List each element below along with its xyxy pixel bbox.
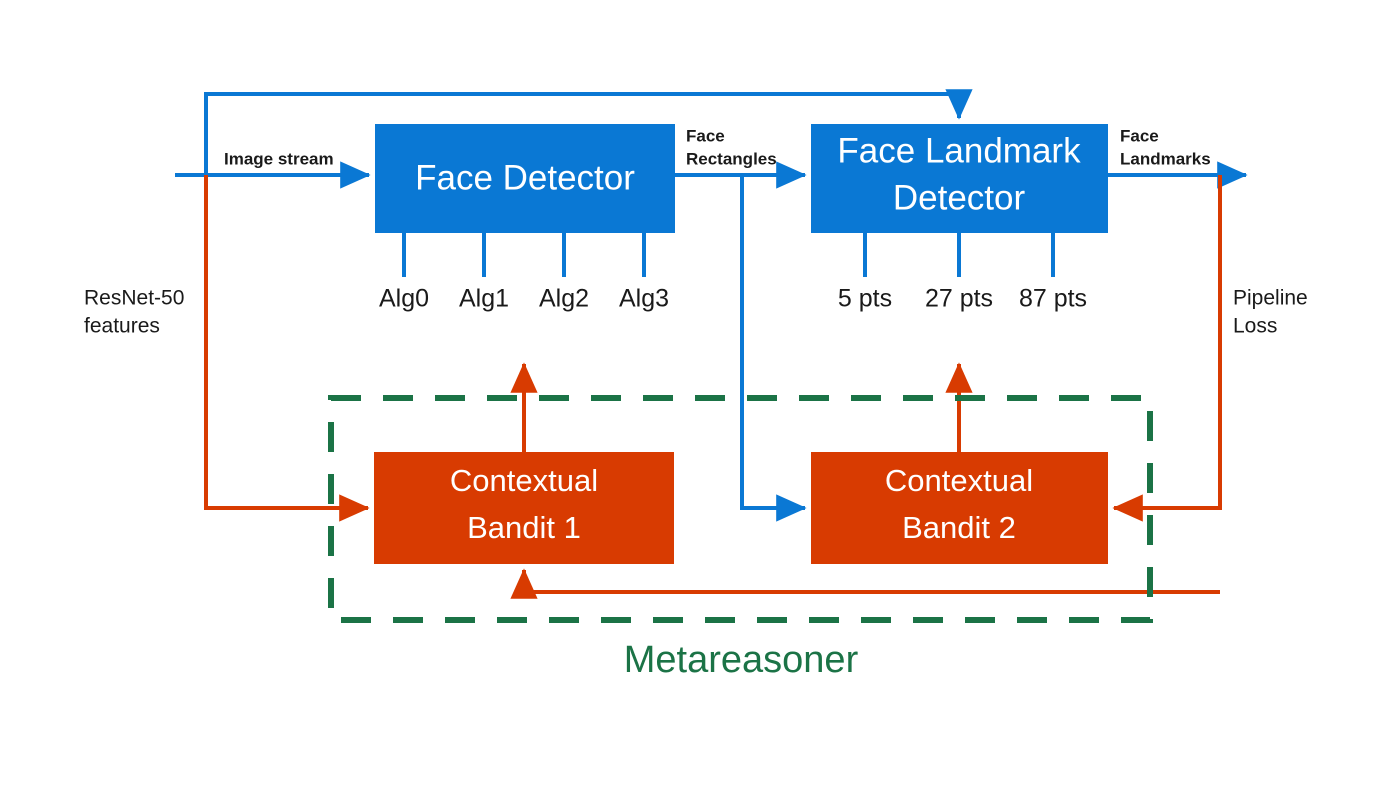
landmark-option-ticks	[863, 233, 1055, 277]
option-label-87pts: 87 pts	[1019, 285, 1087, 313]
contextual-bandit-2-label-line2: Bandit 2	[902, 510, 1016, 545]
block-contextual-bandit-2[interactable]: Contextual Bandit 2	[811, 452, 1108, 564]
option-label-alg0: Alg0	[379, 285, 429, 313]
option-label-5pts: 5 pts	[838, 285, 892, 313]
detector-option-ticks	[402, 233, 646, 277]
block-face-landmark-detector[interactable]: Face Landmark Detector	[811, 124, 1108, 233]
contextual-bandit-1-label-line1: Contextual	[450, 463, 598, 498]
label-face-rectangles-line2: Rectangles	[686, 149, 777, 168]
face-detector-label: Face Detector	[415, 158, 635, 197]
contextual-bandit-2-box[interactable]	[811, 452, 1108, 564]
edge-face-rectangles-to-bandit2	[740, 175, 807, 522]
option-label-27pts: 27 pts	[925, 285, 993, 313]
label-pipeline-loss-line1: Pipeline	[1233, 287, 1308, 310]
contextual-bandit-1-label-line2: Bandit 1	[467, 510, 581, 545]
blue-dataflow-edges	[175, 89, 1248, 522]
edge-pipeline-loss-to-bandit1	[510, 568, 1220, 599]
face-landmark-detector-box[interactable]	[811, 124, 1108, 233]
option-label-alg3: Alg3	[619, 285, 669, 313]
metareasoner-label: Metareasoner	[624, 639, 859, 681]
edge-resnet-features-to-bandit1	[204, 175, 370, 522]
label-image-stream: Image stream	[224, 149, 334, 168]
label-face-rectangles-line1: Face	[686, 126, 725, 145]
red-feedback-edges	[204, 175, 1222, 599]
contextual-bandit-1-box[interactable]	[374, 452, 674, 564]
option-label-alg1: Alg1	[459, 285, 509, 313]
face-landmark-detector-label-line2: Detector	[893, 178, 1026, 217]
option-label-alg2: Alg2	[539, 285, 589, 313]
label-pipeline-loss-line2: Loss	[1233, 315, 1277, 338]
label-resnet-features-line1: ResNet-50	[84, 287, 184, 310]
face-landmark-detector-label-line1: Face Landmark	[837, 131, 1081, 170]
block-face-detector[interactable]: Face Detector	[375, 124, 675, 233]
label-face-landmarks-line1: Face	[1120, 126, 1159, 145]
face-detector-box[interactable]	[375, 124, 675, 233]
block-contextual-bandit-1[interactable]: Contextual Bandit 1	[374, 452, 674, 564]
label-face-landmarks-line2: Landmarks	[1120, 149, 1211, 168]
edge-image-stream-to-landmark	[204, 89, 973, 175]
contextual-bandit-2-label-line1: Contextual	[885, 463, 1033, 498]
edge-pipeline-loss-to-bandit2	[1112, 175, 1222, 522]
label-resnet-features-line2: features	[84, 315, 160, 338]
